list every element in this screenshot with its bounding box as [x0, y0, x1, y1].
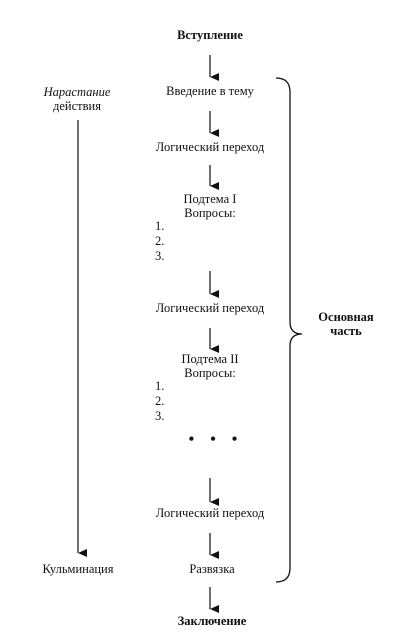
main-part-label: Основная часть: [318, 310, 373, 338]
ellipsis: • • •: [188, 431, 244, 448]
transition-2-label: Логический переход: [155, 301, 265, 315]
topic-intro-label: Введение в тему: [166, 84, 254, 98]
subtopic-2-questions-label: Вопросы:: [184, 366, 236, 380]
subtopic-1-heading: Подтема I Вопросы:: [184, 192, 237, 220]
climax-label: Кульминация: [42, 562, 114, 576]
main-part-brace: [275, 77, 303, 583]
subtopic-1-item-2: 2.: [155, 234, 165, 248]
transition-1-label: Логический переход: [155, 140, 265, 154]
main-part-line-1: Основная: [318, 310, 374, 324]
subtopic-2-item-2: 2.: [155, 394, 165, 408]
conclusion-label: Заключение: [177, 614, 247, 628]
subtopic-2-heading: Подтема II Вопросы:: [181, 352, 238, 380]
intro-label: Вступление: [177, 28, 243, 42]
subtopic-1-title: Подтема I: [183, 192, 237, 206]
subtopic-2-item-1: 1.: [155, 379, 165, 393]
rising-action-label: Нарастание действия: [44, 85, 111, 113]
subtopic-1-questions-label: Вопросы:: [184, 206, 236, 220]
rising-action-line-1: Нарастание: [43, 85, 111, 99]
denouement-label: Развязка: [189, 562, 235, 576]
subtopic-2-item-3: 3.: [155, 409, 165, 423]
subtopic-1-item-1: 1.: [155, 219, 165, 233]
transition-3-label: Логический переход: [155, 506, 265, 520]
subtopic-1-item-3: 3.: [155, 249, 165, 263]
rising-action-line-2: действия: [53, 99, 101, 113]
subtopic-2-title: Подтема II: [181, 352, 239, 366]
main-part-line-2: часть: [330, 324, 362, 338]
